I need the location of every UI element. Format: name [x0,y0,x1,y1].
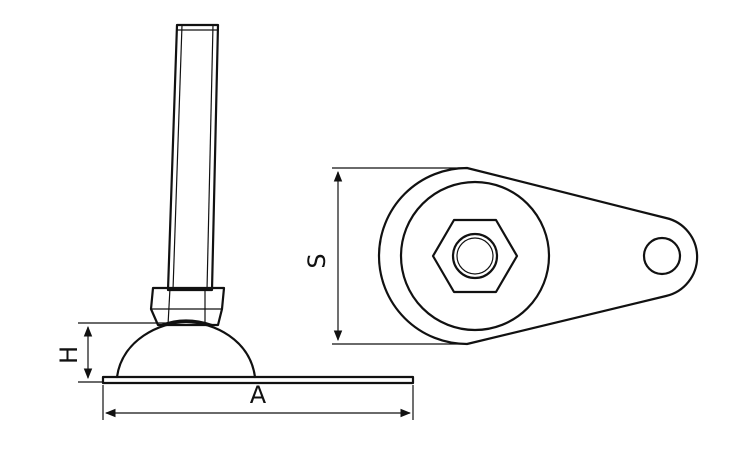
stud-inner-circle [456,237,494,275]
span-dimension: S [303,167,467,345]
stud-outer-circle [451,232,499,280]
height-dimension: H [55,322,168,383]
hex-nut [149,286,226,327]
ball-joint [160,319,214,327]
hex-nut-top [431,218,519,294]
width-label: A [250,381,267,409]
dome-base [115,320,257,379]
top-view: S [303,166,699,346]
dome-circle [399,180,551,332]
base-outline [377,166,699,346]
span-label: S [303,253,331,268]
base-plate [101,375,415,385]
side-view: H A [55,23,415,420]
height-label: H [55,346,83,364]
mounting-hole [642,236,682,276]
width-dimension: A [102,381,414,420]
threaded-stud [166,23,220,292]
